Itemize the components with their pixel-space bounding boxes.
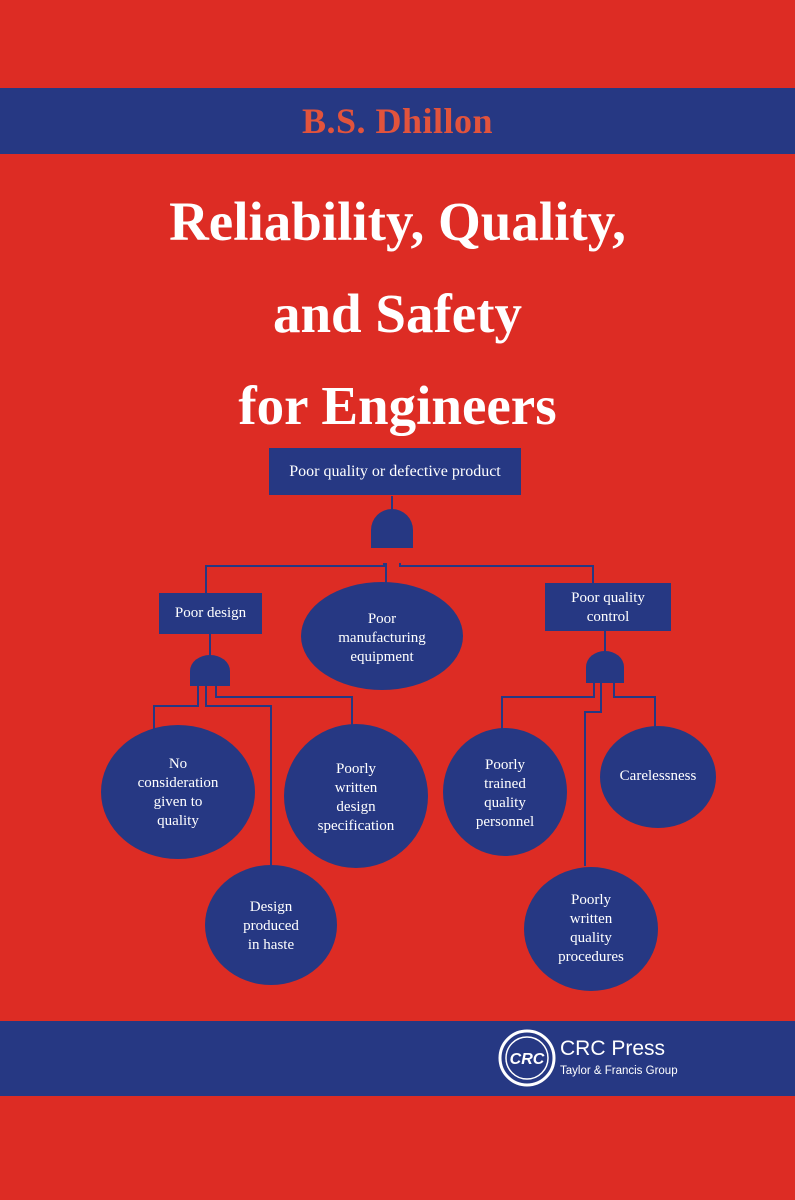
- title-line-3: for Engineers: [238, 375, 557, 436]
- connector-lines: [153, 496, 656, 866]
- haste-node: [205, 865, 337, 985]
- crc-press-logo-icon: CRC: [498, 1029, 556, 1087]
- and-gate-qc-icon: [586, 651, 624, 683]
- poor-design-label: Poor design: [174, 605, 247, 621]
- author-name: B.S. Dhillon: [301, 101, 494, 141]
- poor-equipment-node: [301, 582, 463, 690]
- top-event-label: Poor quality or defective product: [289, 463, 501, 480]
- poor-personnel-node: [443, 728, 567, 856]
- publisher-name: CRC Press: [560, 1037, 666, 1060]
- poor-qc-label: Poor quality control: [571, 590, 645, 625]
- top-band: [0, 88, 795, 154]
- poor-procedures-label: Poorly written quality procedures: [558, 892, 624, 965]
- top-event-box: [269, 448, 521, 495]
- poor-qc-box: [545, 583, 671, 631]
- title-line-2: and Safety: [272, 283, 523, 344]
- and-gate-design-icon: [190, 655, 230, 686]
- bottom-band: [0, 1021, 795, 1096]
- carelessness-label: Carelessness: [619, 768, 697, 784]
- poor-design-box: [159, 593, 262, 634]
- and-gate-top-icon: [371, 509, 413, 548]
- logo-text: CRC: [510, 1051, 545, 1068]
- poor-personnel-label: Poorly trained quality personnel: [475, 757, 535, 830]
- publisher-group: Taylor & Francis Group: [560, 1065, 678, 1077]
- no-consideration-label: No consideration given to quality: [137, 756, 219, 829]
- carelessness-node: [600, 726, 716, 828]
- haste-label: Design produced in haste: [243, 899, 299, 953]
- poor-spec-label: Poorly written design specification: [317, 761, 395, 834]
- title-line-1: Reliability, Quality,: [169, 191, 626, 252]
- book-title: Reliability, Quality, and Safety for Eng…: [0, 176, 795, 452]
- no-consideration-node: [101, 725, 255, 859]
- poor-procedures-node: [524, 867, 658, 991]
- poor-spec-node: [284, 724, 428, 868]
- poor-equipment-label: Poor manufacturing equipment: [338, 611, 426, 665]
